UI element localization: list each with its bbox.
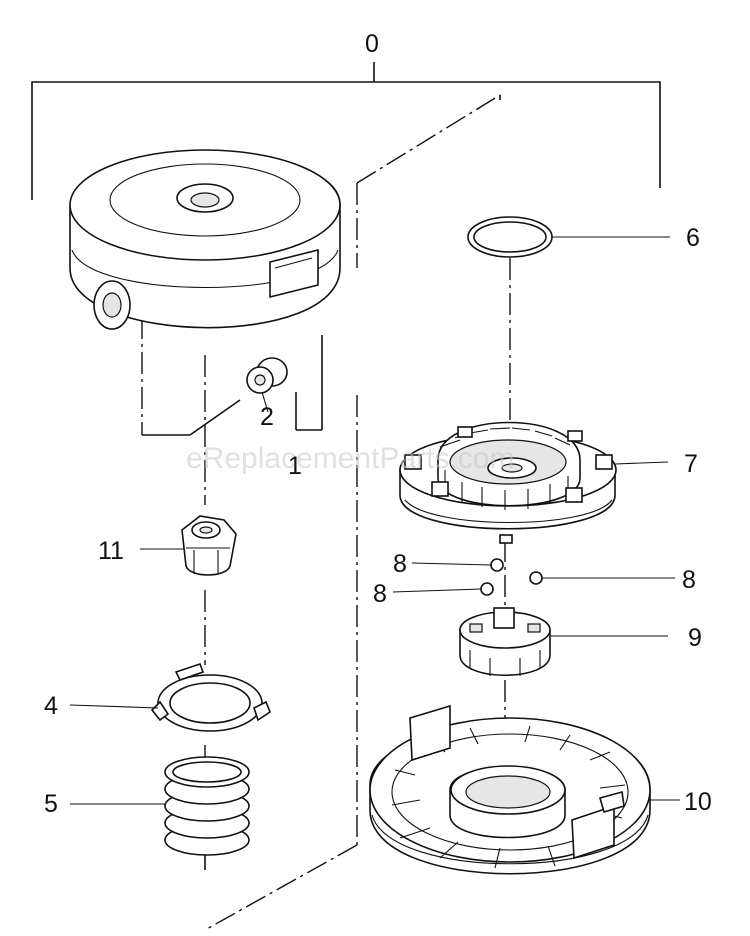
leader-part2: [261, 391, 269, 413]
spool-housing: [399, 421, 669, 544]
label-part4: 4: [44, 692, 58, 720]
label-part8-c: 8: [682, 566, 696, 594]
drive-bushing: [140, 515, 237, 576]
label-part11: 11: [98, 537, 124, 565]
grommet: [246, 357, 288, 394]
o-ring: [467, 216, 670, 258]
label-part6: 6: [686, 224, 700, 252]
coil-spring: [70, 756, 250, 856]
watermark-text: eReplacementParts.com: [186, 442, 514, 475]
label-part10: 10: [684, 788, 712, 816]
label-assembly: 0: [365, 30, 379, 58]
retaining-ring: [69, 662, 271, 732]
base-plate: [369, 704, 680, 875]
ball-bearings: [392, 558, 675, 596]
ratchet-cam: [459, 607, 668, 677]
label-part2: 2: [260, 403, 274, 431]
label-part1: 1: [288, 452, 302, 480]
label-part8-b: 8: [373, 580, 387, 608]
spool-cover: [69, 149, 341, 330]
label-part8-a: 8: [393, 550, 407, 578]
label-part9: 9: [688, 624, 702, 652]
label-part5: 5: [44, 790, 58, 818]
assembly-bracket: [31, 62, 661, 200]
label-part7: 7: [684, 450, 698, 478]
